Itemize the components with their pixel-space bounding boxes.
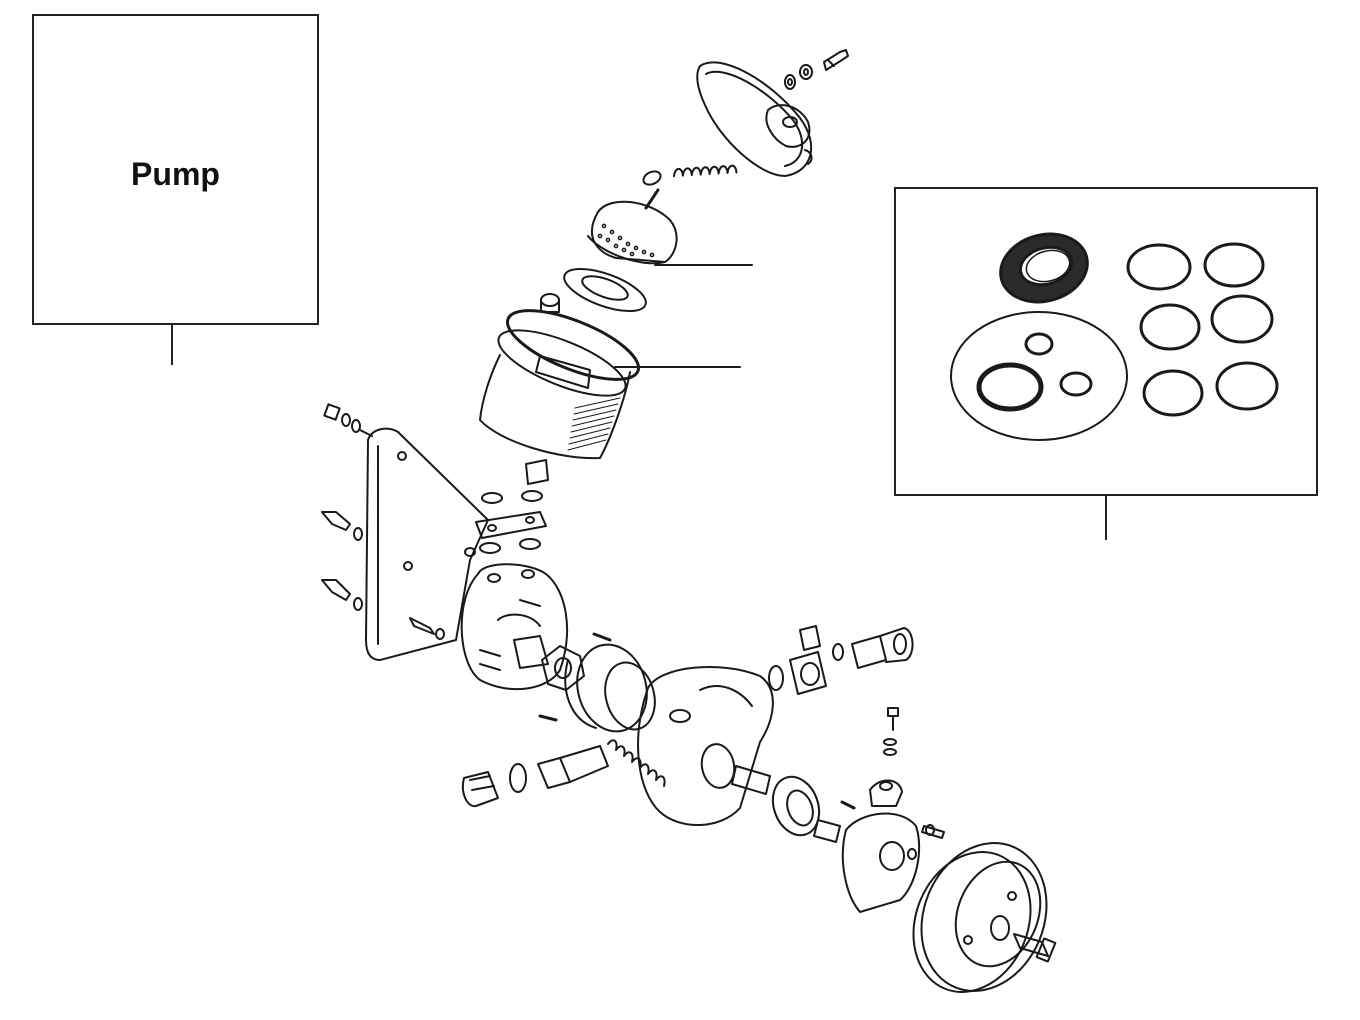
relief-spring: [642, 164, 738, 186]
o-ring-5: [1142, 369, 1204, 417]
mounting-bracket: [365, 427, 489, 661]
o-ring-6: [1215, 361, 1279, 411]
bracket-bolts: [321, 403, 445, 640]
reservoir-cover: [696, 61, 813, 177]
filter-element: [587, 188, 678, 265]
rear-housing: [460, 563, 569, 691]
filter-plate: [563, 267, 647, 313]
front-plate-bolts: [883, 707, 945, 839]
rotor: [513, 632, 612, 722]
seal-kit-connector: [1105, 496, 1107, 540]
outlet-union: [768, 625, 914, 695]
cam-ring: [564, 643, 656, 733]
large-o-ring: [950, 311, 1128, 441]
pump-body: [637, 666, 774, 826]
sleeve: [525, 459, 549, 485]
pump-callout-box: Pump: [32, 14, 319, 325]
o-ring-1: [1126, 243, 1192, 291]
o-ring-3: [1139, 303, 1201, 351]
front-plate: [841, 779, 921, 913]
reservoir-bowl: [479, 293, 631, 460]
seal-kit-box: [894, 187, 1318, 496]
reservoir-o-ring: [505, 309, 641, 381]
small-o-ring-2: [1059, 371, 1093, 397]
pump-box-connector: [171, 325, 173, 365]
medium-o-ring: [976, 362, 1044, 412]
pulley: [912, 842, 1057, 993]
shaft-seal: [999, 232, 1089, 304]
small-o-ring-1: [1024, 332, 1054, 356]
pump-label: Pump: [131, 156, 220, 192]
drive-shaft: [731, 765, 856, 843]
seal-kit-drawing: [950, 232, 1279, 441]
o-ring-2: [1203, 242, 1265, 288]
transfer-plate: [464, 490, 547, 557]
cover-bolt: [784, 49, 849, 90]
leader-lines: [614, 264, 753, 368]
o-ring-4: [1210, 294, 1274, 344]
flow-control-valve: [462, 739, 666, 808]
